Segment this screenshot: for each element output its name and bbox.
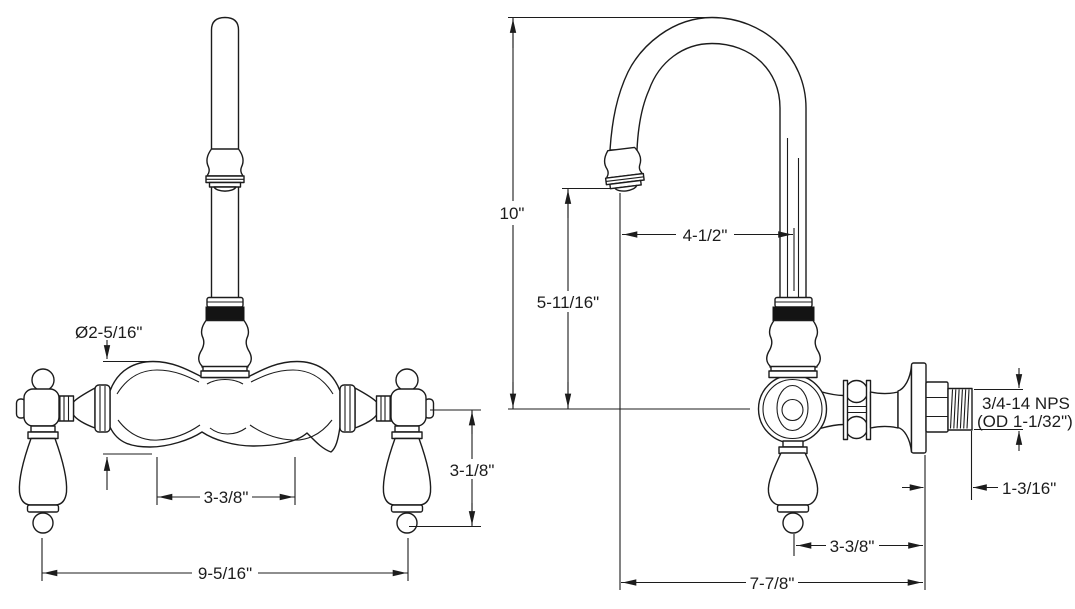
right-bell — [354, 387, 378, 429]
riser-vase-side — [766, 319, 821, 368]
left-lever-handle — [18, 437, 68, 506]
dim-spout-reach-label: 4-1/2" — [683, 226, 728, 245]
dim-thread-spec-label-line1: 3/4-14 NPS — [982, 394, 1070, 413]
spout-nozzle-side — [603, 146, 645, 192]
right-valve-body — [390, 388, 427, 427]
gooseneck-spout — [609, 16, 807, 301]
dim-spout-clearance: 5-11/16" — [534, 187, 612, 409]
dim-overall-width: 9-5/16" — [41, 538, 409, 583]
dim-spout-clearance-label: 5-11/16" — [537, 293, 599, 312]
dim-center-to-wall: 3-3/8" — [793, 534, 923, 556]
dim-overall-height-label: 10" — [500, 204, 525, 223]
right-handle-ball-top — [395, 368, 419, 392]
union-cylinder — [869, 391, 899, 429]
riser-black-band-side — [772, 306, 815, 321]
wall-flange-plate — [910, 362, 927, 454]
dim-spout-reach: 4-1/2" — [619, 193, 795, 590]
riser-black-band-front — [205, 306, 245, 321]
left-ring-band — [94, 384, 111, 433]
dim-center-to-wall-label: 3-3/8" — [830, 537, 875, 556]
union-hex-nut — [925, 381, 949, 433]
dim-escutcheon-diameter: Ø2-5/16" — [75, 323, 152, 490]
left-bell — [72, 387, 96, 429]
right-handle-ball-bottom — [396, 512, 418, 534]
dim-thread-length-label: 1-3/16" — [1002, 479, 1056, 498]
dim-overall-depth: 7-7/8" — [621, 572, 923, 593]
dim-center-spacing-front: 3-3/8" — [156, 457, 296, 507]
right-lever-handle — [382, 437, 432, 506]
dim-overall-width-label: 9-5/16" — [198, 564, 252, 583]
dim-thread-spec: 3/4-14 NPS (OD 1-1/32") — [974, 368, 1073, 451]
dim-center-spacing-front-label: 3-3/8" — [204, 488, 249, 507]
dim-handle-drop-label: 3-1/8" — [450, 461, 495, 480]
spout-nozzle-front — [205, 148, 245, 192]
front-view: Ø2-5/16" 3-3/8" 3-1/8" — [15, 16, 497, 583]
valve-stem-center — [781, 398, 804, 422]
dim-overall-height: 10" — [496, 16, 750, 410]
dim-thread-length: 1-3/16" — [902, 431, 1056, 590]
dim-thread-spec-label-line2: (OD 1-1/32") — [977, 412, 1073, 431]
union-spool — [842, 379, 849, 441]
faucet-body-front — [109, 360, 341, 453]
left-handle-ball-top — [31, 368, 55, 392]
dim-handle-drop: 3-1/8" — [409, 409, 497, 528]
left-handle-ball-bottom — [32, 512, 54, 534]
side-lever-handle — [767, 452, 819, 506]
riser-vase-front — [198, 319, 252, 368]
side-view: 10" 5-11/16" 4-1/2" 3/4-14 NP — [496, 16, 1073, 593]
dim-escutcheon-diameter-label: Ø2-5/16" — [75, 323, 142, 342]
dim-overall-depth-label: 7-7/8" — [750, 574, 795, 593]
left-valve-body — [23, 388, 60, 427]
right-ring-band — [339, 384, 356, 433]
wall-flange-bell — [897, 365, 913, 453]
side-handle-ball — [782, 512, 804, 534]
